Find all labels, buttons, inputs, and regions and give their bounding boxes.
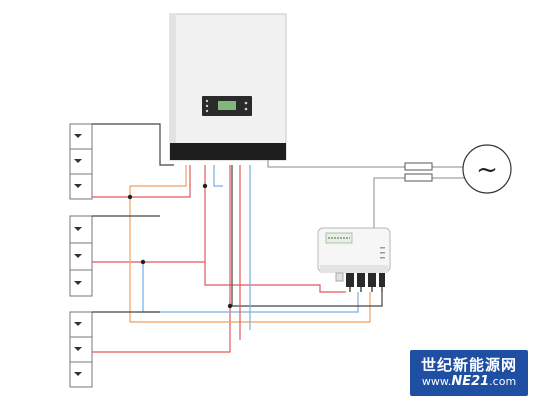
pv-string-1	[69, 123, 93, 200]
grid-ac-source-icon: ~	[462, 144, 512, 194]
monitoring-box	[317, 227, 391, 292]
ac-breaker-2	[404, 173, 433, 182]
monitoring-box-connectors	[335, 272, 385, 287]
pv-string-3	[69, 311, 93, 388]
watermark-logo: 世纪新能源网 www.NE21.com	[410, 350, 528, 396]
diode-icon	[74, 227, 82, 285]
inverter-display	[202, 96, 252, 116]
grid-symbol: ~	[476, 155, 498, 185]
watermark-url: www.NE21.com	[421, 374, 517, 389]
ac-breaker-1	[404, 162, 433, 171]
diode-icon	[74, 134, 82, 188]
inverter	[169, 13, 287, 161]
ac-wiring	[267, 160, 466, 230]
watermark-title: 世纪新能源网	[420, 357, 517, 374]
pv-string-2	[69, 215, 93, 297]
wire-junctions	[127, 183, 233, 309]
diode-icon	[74, 322, 82, 376]
dc-wiring	[92, 123, 383, 353]
